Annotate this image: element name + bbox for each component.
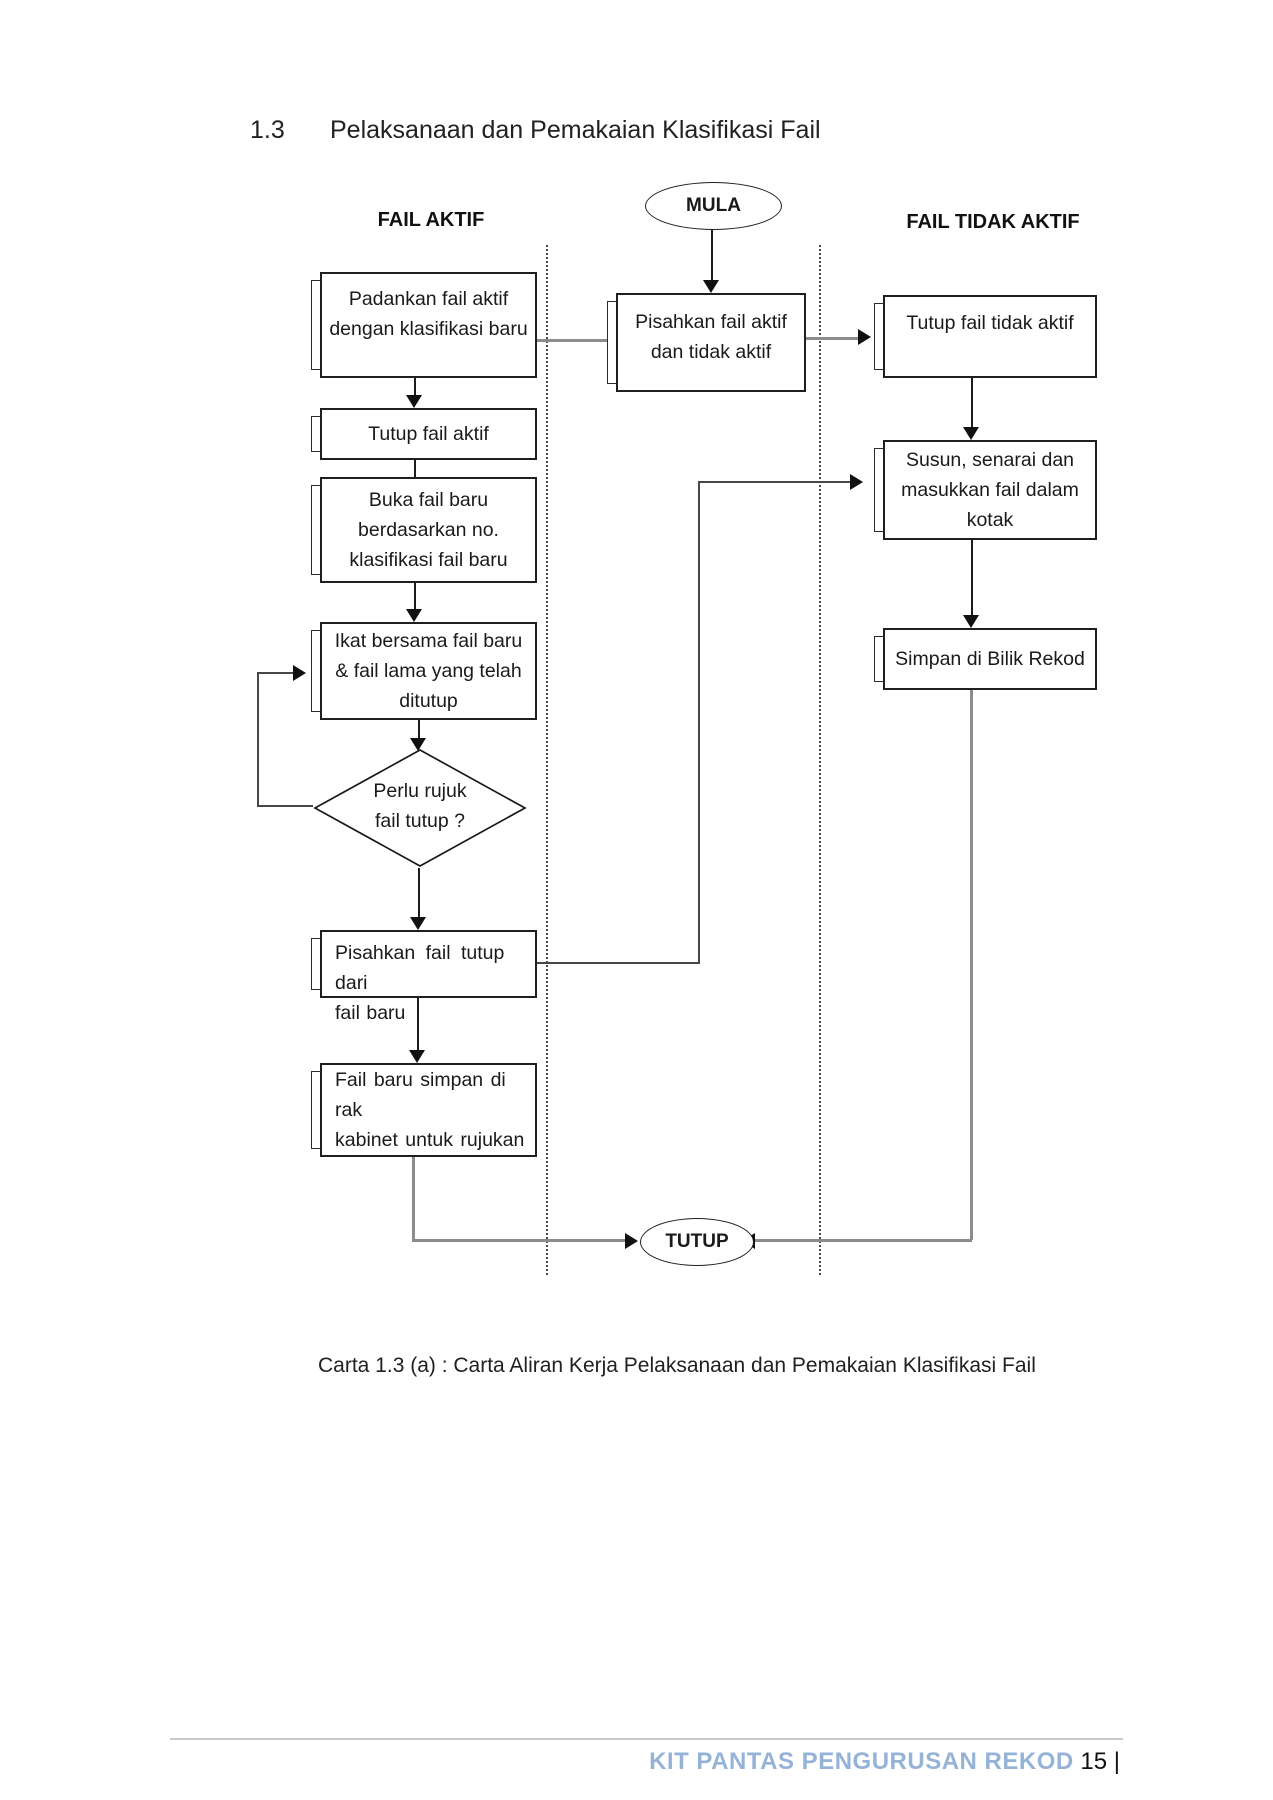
- section-number: 1.3: [250, 116, 285, 144]
- end-terminator: TUTUP: [640, 1218, 754, 1266]
- arrowhead-feedback-into-susun: [850, 474, 863, 490]
- connector-loop-vertical: [257, 672, 259, 807]
- arrowhead-into-tutup-left: [625, 1233, 638, 1249]
- connector-pisahkan-tutuptidakaktif: [806, 337, 858, 340]
- node-ikat-bersama: Ikat bersama fail baru & fail lama yang …: [311, 622, 537, 720]
- lane-header-fail-aktif: FAIL AKTIF: [377, 209, 485, 231]
- decision-perlu-rujuk: [313, 749, 527, 867]
- section-title: Pelaksanaan dan Pemakaian Klasifikasi Fa…: [330, 116, 821, 144]
- footer-page-number: 15: [1080, 1748, 1108, 1775]
- arrowhead-into-pisahkantutup: [410, 917, 426, 930]
- connector-buka-ikat: [414, 583, 416, 609]
- lane-separator-left: [546, 245, 548, 1275]
- arrowhead-into-simpan: [963, 615, 979, 628]
- start-label: MULA: [686, 195, 741, 216]
- connector-pisahkan-padankan: [537, 339, 607, 342]
- node-fail-baru-simpan: Fail baru simpan di rak kabinet untuk ru…: [311, 1063, 537, 1157]
- connector-feedback-top: [698, 481, 850, 483]
- footer-rule: [170, 1738, 1123, 1740]
- node-simpan-bilik-rekod: Simpan di Bilik Rekod: [874, 628, 1097, 690]
- node-pisahkan-fail-tutup: Pisahkan fail tutup dari fail baru: [311, 930, 537, 1024]
- connector-failbaru-tutup: [412, 1239, 625, 1242]
- connector-ikat-diamond: [418, 720, 420, 738]
- page-title: 1.3 Pelaksanaan dan Pemakaian Klasifikas…: [250, 116, 821, 145]
- connector-feedback-vertical: [698, 481, 700, 964]
- arrowhead-into-failbaru: [409, 1050, 425, 1063]
- connector-tutuptidak-susun: [971, 378, 973, 427]
- connector-loop-bottom: [257, 805, 313, 807]
- page-footer: KIT PANTAS PENGURUSAN REKOD 15 |: [520, 1748, 1120, 1776]
- footer-brand-text: KIT PANTAS PENGURUSAN REKOD: [649, 1748, 1074, 1775]
- start-terminator: MULA: [645, 182, 782, 230]
- connector-tutupaktif-buka: [414, 460, 416, 477]
- node-tutup-fail-tidak-aktif: Tutup fail tidak aktif: [874, 295, 1097, 378]
- connector-pisahkantutup-failbaru: [417, 998, 419, 1050]
- node-pisahkan-aktif-tidak: Pisahkan fail aktif dan tidak aktif: [607, 293, 806, 392]
- connector-failbaru-down: [412, 1157, 415, 1240]
- connector-loop-top: [257, 672, 293, 674]
- connector-diamond-pisahkantutup: [418, 868, 420, 917]
- connector-simpan-down: [970, 690, 973, 1240]
- node-tutup-fail-aktif: Tutup fail aktif: [311, 408, 537, 460]
- end-label: TUTUP: [665, 1231, 729, 1252]
- arrowhead-into-ikat: [406, 609, 422, 622]
- connector-simpan-tutup: [755, 1239, 972, 1242]
- arrowhead-into-pisahkan: [703, 280, 719, 293]
- lane-header-fail-tidak-aktif: FAIL TIDAK AKTIF: [906, 211, 1080, 233]
- arrowhead-into-diamond: [410, 738, 426, 751]
- node-susun-senarai: Susun, senarai dan masukkan fail dalam k…: [874, 440, 1097, 540]
- connector-feedback-bottom: [537, 962, 700, 964]
- connector-mula-pisahkan: [711, 227, 713, 280]
- connector-susun-simpan: [971, 540, 973, 615]
- figure-caption: Carta 1.3 (a) : Carta Aliran Kerja Pelak…: [318, 1354, 1036, 1377]
- connector-padankan-tutupaktif: [414, 378, 416, 395]
- decision-label: Perlu rujuk fail tutup ?: [373, 780, 467, 832]
- arrowhead-into-tutuptidakaktif: [858, 329, 871, 345]
- node-padankan: Padankan fail aktif dengan klasifikasi b…: [311, 272, 537, 378]
- arrowhead-loop-into-ikat: [293, 665, 306, 681]
- arrowhead-into-tutupaktif: [406, 395, 422, 408]
- footer-separator: |: [1113, 1748, 1120, 1775]
- node-buka-fail-baru: Buka fail baru berdasarkan no. klasifika…: [311, 477, 537, 583]
- arrowhead-into-susun: [963, 427, 979, 440]
- lane-separator-right: [819, 245, 821, 1275]
